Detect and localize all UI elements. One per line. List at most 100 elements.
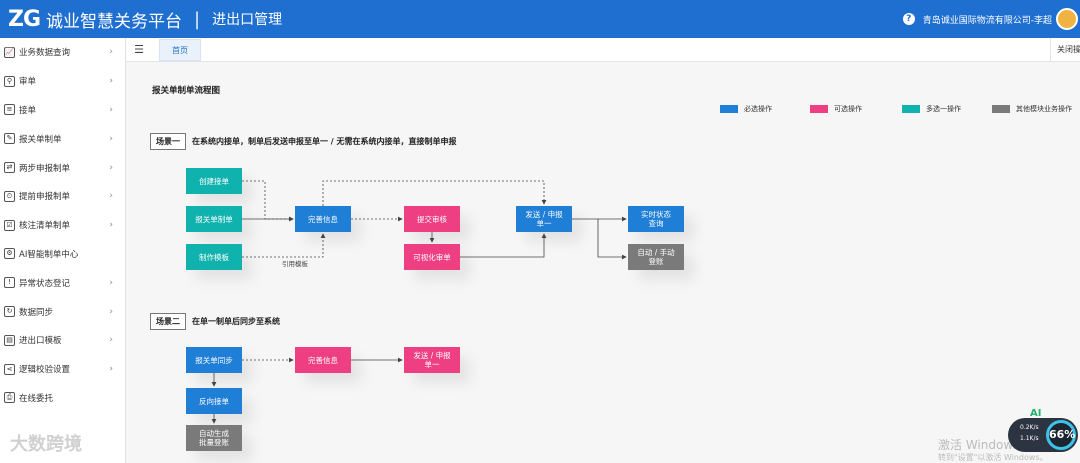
- sidebar-item-1[interactable]: ⚲ 审单 ›: [0, 67, 125, 96]
- main-content: [126, 62, 1080, 463]
- brand-title: 诚业智慧关务平台: [46, 11, 183, 32]
- chevron-right-icon: ›: [109, 162, 113, 173]
- advance-icon: ⏲: [4, 190, 15, 202]
- node-complete-info-2[interactable]: 完善信息: [295, 347, 351, 373]
- sidebar-item-label: 报关单制单: [19, 134, 62, 145]
- legend-item-3: 其他模块业务操作: [992, 104, 1072, 114]
- chart-line-icon: 📈: [4, 46, 15, 58]
- header-separator: |: [194, 8, 201, 30]
- logo: ZG: [8, 6, 41, 32]
- scene1-desc: 在系统内接单，制单后发送申报至单一 / 无需在系统内接单，直接制单申报: [192, 137, 457, 146]
- usage-percent: 66%: [1046, 420, 1076, 450]
- sidebar-item-12[interactable]: ⎙ 在线委托: [0, 384, 125, 413]
- watermark: 大数跨境: [10, 434, 82, 455]
- avatar[interactable]: [1056, 8, 1078, 30]
- checklist-icon: ☑: [4, 219, 15, 231]
- entrust-icon: ⎙: [4, 392, 15, 404]
- menu-toggle-icon[interactable]: ☰: [134, 43, 144, 56]
- legend-label: 可选操作: [834, 105, 862, 113]
- legend-swatch: [902, 105, 920, 113]
- sidebar-item-10[interactable]: ▤ 进出口模板 ›: [0, 326, 125, 355]
- sidebar-item-11[interactable]: ⋖ 逻辑校验设置 ›: [0, 355, 125, 384]
- sidebar-item-8[interactable]: ! 异常状态登记 ›: [0, 268, 125, 297]
- form-icon: ✎: [4, 133, 15, 145]
- legend-label: 必选操作: [744, 105, 772, 113]
- download-speed: 1.1K/s: [1020, 435, 1039, 442]
- sidebar-item-label: 核注清单制单: [19, 221, 71, 232]
- node-send-declare[interactable]: 发送 / 申报 单一: [516, 206, 572, 232]
- module-title: 进出口管理: [212, 12, 283, 28]
- node-auto-generate[interactable]: 自动生成 批量登账: [186, 425, 242, 451]
- tab-home[interactable]: 首页: [159, 38, 201, 61]
- scene2-desc: 在单一制单后同步至系统: [192, 317, 280, 326]
- chevron-right-icon: ›: [109, 364, 113, 375]
- sidebar-item-label: 进出口模板: [19, 336, 62, 347]
- share-icon: ⋖: [4, 363, 15, 375]
- close-ops-button[interactable]: 关闭操作: [1050, 38, 1080, 62]
- document-icon: ≡: [4, 104, 15, 116]
- sidebar-item-label: 逻辑校验设置: [19, 365, 71, 376]
- legend-item-2: 多选一操作: [902, 104, 961, 114]
- legend-swatch: [810, 105, 828, 113]
- sidebar-item-label: 接单: [19, 105, 37, 116]
- legend-item-1: 可选操作: [810, 104, 862, 114]
- scene1-tag: 场景一: [150, 133, 186, 150]
- sidebar-item-label: 数据同步: [19, 307, 54, 318]
- legend-swatch: [992, 105, 1010, 113]
- sidebar-item-6[interactable]: ☑ 核注清单制单 ›: [0, 211, 125, 240]
- node-auto-register[interactable]: 自动 / 手动 登账: [628, 244, 684, 270]
- node-create-order[interactable]: 创建接单: [186, 168, 242, 194]
- sidebar-item-9[interactable]: ↻ 数据同步 ›: [0, 297, 125, 326]
- sidebar-item-label: AI智能制单中心: [19, 249, 79, 260]
- windows-activate-hint: 转到"设置"以激活 Windows。: [938, 453, 1048, 462]
- sidebar-item-label: 在线委托: [19, 393, 54, 404]
- template-icon: ▤: [4, 334, 15, 346]
- chevron-right-icon: ›: [109, 76, 113, 87]
- tab-bar: ☰ 首页 关闭操作: [126, 38, 1080, 62]
- legend-item-0: 必选操作: [720, 104, 772, 114]
- help-icon[interactable]: ?: [902, 13, 915, 25]
- legend-swatch: [720, 105, 738, 113]
- chevron-right-icon: ›: [109, 104, 113, 115]
- node-make-template[interactable]: 制作模板: [186, 244, 242, 270]
- chevron-right-icon: ›: [109, 277, 113, 288]
- node-customs-form[interactable]: 报关单制单: [186, 206, 242, 232]
- user-company[interactable]: 青岛诚业国际物流有限公司-李超: [922, 15, 1052, 26]
- node-visual-review[interactable]: 可视化审单: [404, 244, 460, 270]
- node-send-declare-2[interactable]: 发送 / 申报 单一: [404, 347, 460, 373]
- chevron-right-icon: ›: [109, 306, 113, 317]
- windows-activate: 激活 Windows: [938, 438, 1020, 452]
- chevron-right-icon: ›: [109, 335, 113, 346]
- warning-icon: !: [4, 277, 15, 289]
- chevron-right-icon: ›: [109, 220, 113, 231]
- sidebar-item-0[interactable]: 📈 业务数据查询 ›: [0, 38, 125, 67]
- node-reverse-order[interactable]: 反向接单: [186, 388, 242, 414]
- sidebar-item-label: 审单: [19, 77, 37, 88]
- user-area[interactable]: ? 青岛诚业国际物流有限公司-李超: [902, 0, 1080, 38]
- chevron-right-icon: ›: [109, 133, 113, 144]
- sidebar-item-3[interactable]: ✎ 报关单制单 ›: [0, 124, 125, 153]
- node-complete-info[interactable]: 完善信息: [295, 206, 351, 232]
- page-title: 报关单制单流程图: [152, 86, 221, 96]
- ai-badge: AI: [1030, 408, 1042, 419]
- user-icon: ⚲: [4, 75, 15, 87]
- sidebar-item-7[interactable]: ⚙ AI智能制单中心: [0, 240, 125, 269]
- node-realtime-query[interactable]: 实时状态 查询: [628, 206, 684, 232]
- sidebar-item-label: 提前申报制单: [19, 192, 71, 203]
- node-submit-review[interactable]: 提交审核: [404, 206, 460, 232]
- chevron-right-icon: ›: [109, 47, 113, 58]
- sync-icon: ↻: [4, 306, 15, 318]
- node-sync-form[interactable]: 报关单同步: [186, 347, 242, 373]
- legend-label: 多选一操作: [926, 105, 961, 113]
- sidebar-item-label: 两步申报制单: [19, 163, 71, 174]
- sidebar-item-2[interactable]: ≡ 接单 ›: [0, 96, 125, 125]
- network-speed-widget[interactable]: 0.2K/s 1.1K/s 66%: [1008, 418, 1078, 452]
- two-step-icon: ⇄: [4, 162, 15, 174]
- upload-speed: 0.2K/s: [1020, 424, 1039, 431]
- sidebar: 📈业务数据查询›⚲审单›≡接单›✎报关单制单›⇄两步申报制单›⏲提前申报制单›☑…: [0, 38, 126, 463]
- sidebar-item-label: 业务数据查询: [19, 48, 71, 59]
- sidebar-item-5[interactable]: ⏲提前申报制单›: [0, 182, 125, 211]
- ai-icon: ⚙: [4, 248, 15, 260]
- sidebar-item-label: 异常状态登记: [19, 278, 71, 289]
- sidebar-item-4[interactable]: ⇄ 两步申报制单 ›: [0, 153, 125, 182]
